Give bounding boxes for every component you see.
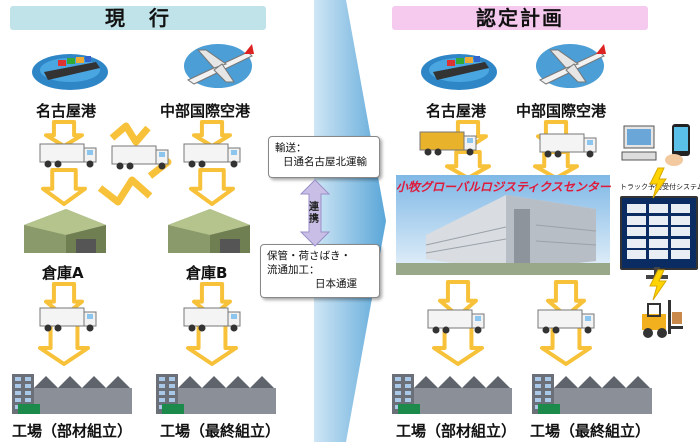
center-name: 小牧グローバルロジスティクスセンター [396, 180, 611, 194]
booking-screen-cell [627, 250, 646, 259]
transport-title: 輸送： [275, 142, 307, 154]
cross-flow-arrow [97, 176, 153, 206]
flow-arrow [192, 120, 232, 148]
booking-screen-cell [671, 238, 690, 248]
storage-title: 保管・荷さばき・ [267, 250, 351, 262]
flow-arrow [533, 150, 579, 180]
lightning-icon [649, 269, 667, 301]
right-factory-parts-label: 工場（部材組立） [396, 422, 517, 440]
airplane-icon [536, 44, 606, 88]
booking-screen-cell [627, 227, 646, 236]
left-header: 現 行 [10, 6, 266, 30]
booking-screen-grid [627, 204, 691, 262]
warehouse-icon [24, 209, 106, 253]
booking-screen-cell [649, 204, 668, 213]
right-airport-label: 中部国際空港 [516, 102, 607, 120]
right-factory-final-label: 工場（最終組立） [530, 422, 651, 440]
storage-company: 日本通運 [315, 278, 357, 290]
booking-screen-cell [649, 227, 668, 236]
factory-icon [12, 374, 132, 414]
warehouse-b-label: 倉庫B [186, 264, 228, 282]
ship-icon [421, 54, 497, 90]
transport-note: 輸送： 日通名古屋北運輸 [268, 136, 380, 178]
logistics-center-image [396, 175, 610, 275]
truck-icon [539, 133, 597, 158]
link-label: 連携 [309, 202, 319, 225]
left-factory-parts-label: 工場（部材組立） [12, 422, 133, 440]
flow-arrow [189, 168, 235, 206]
left-port-label: 名古屋港 [36, 102, 97, 120]
truck-icon [419, 131, 477, 156]
computer-icon [621, 125, 657, 161]
flow-arrow [445, 150, 491, 180]
factory-icon [156, 374, 276, 414]
booking-screen-cell [627, 215, 646, 225]
factory-icon [532, 374, 652, 414]
truck-icon [183, 307, 241, 332]
truck-icon [183, 143, 241, 168]
transport-company: 日通名古屋北運輸 [283, 156, 367, 168]
left-airport-label: 中部国際空港 [160, 102, 251, 120]
booking-screen-cell [627, 238, 646, 248]
right-header: 認定計画 [392, 6, 648, 30]
flow-arrow [546, 280, 586, 318]
booking-screen-cell [671, 227, 690, 236]
flow-arrow [540, 324, 592, 366]
flow-arrow [41, 168, 87, 206]
booking-screen-cell [671, 215, 690, 225]
ship-icon [32, 54, 108, 90]
truck-icon [537, 309, 595, 334]
airplane-icon [184, 44, 254, 88]
cross-flow-arrow [109, 122, 151, 146]
smartphone-icon [665, 124, 690, 166]
booking-screen-cell [671, 204, 690, 213]
link-double-arrow [299, 179, 331, 247]
flow-arrow [432, 324, 484, 366]
truck-icon [427, 309, 485, 334]
truck-icon [111, 145, 169, 170]
storage-note: 保管・荷さばき・ 流通加工： 日本通運 [260, 244, 380, 298]
warehouse-icon [168, 209, 250, 253]
booking-screen-cell [649, 250, 668, 259]
flow-arrow [38, 322, 90, 366]
forklift-icon [642, 300, 683, 338]
booking-screen-cell [671, 250, 690, 259]
flow-arrow [44, 120, 84, 148]
booking-screen-cell [627, 204, 646, 213]
truck-icon [39, 307, 97, 332]
booking-screen-cell [649, 238, 668, 248]
lightning-icon [649, 167, 667, 199]
truck-icon [39, 143, 97, 168]
flow-arrow [186, 322, 238, 366]
storage-line2: 流通加工： [267, 264, 320, 276]
left-factory-final-label: 工場（最終組立） [160, 422, 281, 440]
warehouse-a-label: 倉庫A [42, 264, 84, 282]
booking-screen-cell [649, 215, 668, 225]
factory-icon [392, 374, 512, 414]
flow-arrow [438, 280, 478, 318]
booking-system-panel: トラック予約受付システム [620, 183, 700, 270]
right-port-label: 名古屋港 [426, 102, 487, 120]
